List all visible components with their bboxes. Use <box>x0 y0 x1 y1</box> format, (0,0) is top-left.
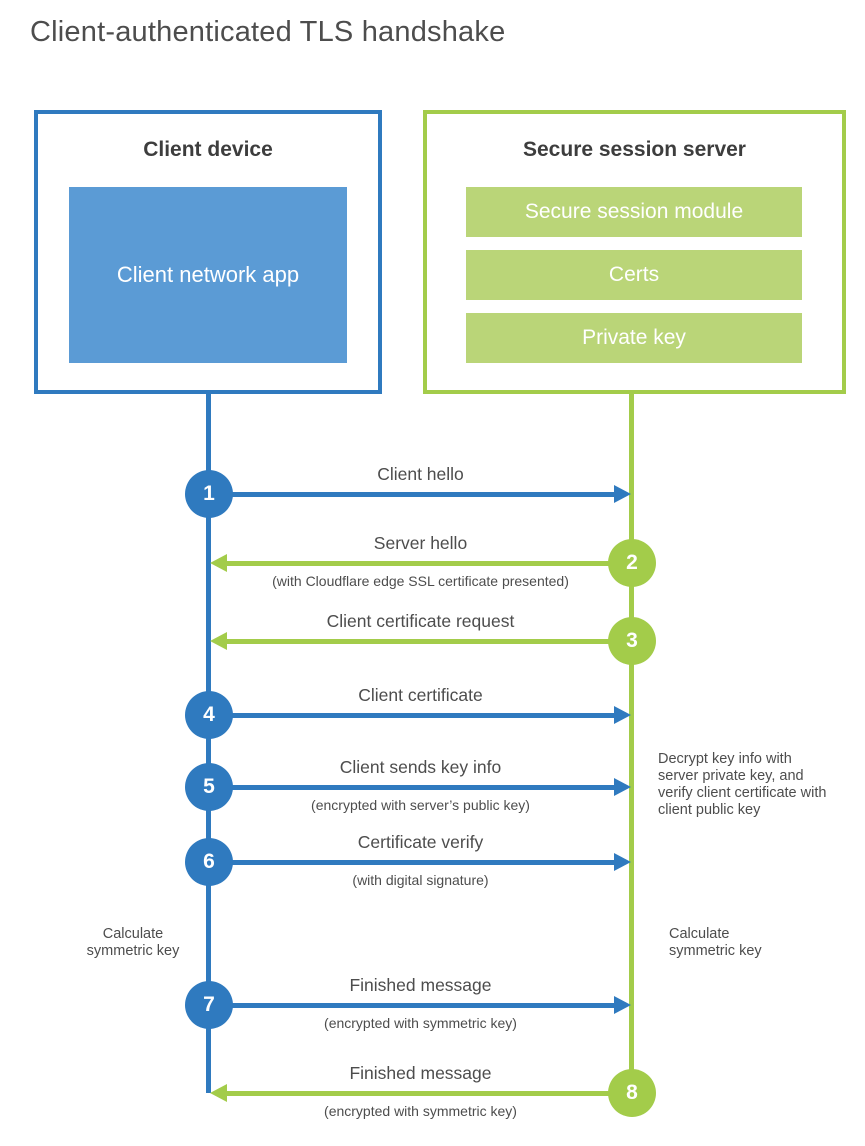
step-label: Client sends key info <box>339 757 502 777</box>
client-lifeline <box>206 392 211 1093</box>
secure-session-server-box: Secure session server Secure session mod… <box>423 110 846 394</box>
arrow-line <box>227 560 632 566</box>
step-number-badge: 8 <box>608 1069 656 1117</box>
step-label: Certificate verify <box>357 832 484 852</box>
step-number-badge: 5 <box>185 763 233 811</box>
arrow-head-left-icon <box>210 632 227 650</box>
client-device-box: Client device Client network app <box>34 110 382 394</box>
server-lifeline <box>629 392 634 1093</box>
arrow-line <box>227 1090 632 1096</box>
step-number-badge: 1 <box>185 470 233 518</box>
arrow-line <box>209 491 614 497</box>
arrow-line <box>209 859 614 865</box>
arrow-head-right-icon <box>614 706 631 724</box>
step-label: Client hello <box>377 464 464 484</box>
step-sublabel: (encrypted with symmetric key) <box>324 1015 517 1031</box>
page-title: Client-authenticated TLS handshake <box>30 16 506 48</box>
note-decrypt-key-info: Decrypt key info with server private key… <box>658 751 827 818</box>
step-sublabel: (encrypted with symmetric key) <box>324 1103 517 1119</box>
arrow-head-right-icon <box>614 485 631 503</box>
step-number-badge: 6 <box>185 838 233 886</box>
step-label: Finished message <box>349 975 492 995</box>
arrow-head-left-icon <box>210 554 227 572</box>
client-network-app-box: Client network app <box>69 187 347 363</box>
secure-session-server-title: Secure session server <box>523 138 746 161</box>
step-label: Client certificate request <box>326 611 515 631</box>
arrow-head-right-icon <box>614 853 631 871</box>
arrow-line <box>209 1002 614 1008</box>
step-number-badge: 7 <box>185 981 233 1029</box>
step-number-badge: 4 <box>185 691 233 739</box>
arrow-line <box>209 784 614 790</box>
server-module-certs: Certs <box>466 250 802 300</box>
step-number-badge: 2 <box>608 539 656 587</box>
server-module-private-key: Private key <box>466 313 802 363</box>
step-sublabel: (encrypted with server’s public key) <box>311 797 530 813</box>
step-label: Server hello <box>373 533 468 553</box>
arrow-head-right-icon <box>614 996 631 1014</box>
server-module-secure-session-module: Secure session module <box>466 187 802 237</box>
arrow-line <box>209 712 614 718</box>
step-sublabel: (with digital signature) <box>352 872 489 888</box>
arrow-head-left-icon <box>210 1084 227 1102</box>
arrow-line <box>227 638 632 644</box>
client-device-title: Client device <box>143 138 273 161</box>
arrow-head-right-icon <box>614 778 631 796</box>
note-calculate-symmetric-key-client: Calculate symmetric key <box>86 926 180 959</box>
note-calculate-symmetric-key-server: Calculate symmetric key <box>669 926 762 959</box>
step-number-badge: 3 <box>608 617 656 665</box>
step-label: Client certificate <box>358 685 483 705</box>
step-label: Finished message <box>349 1063 492 1083</box>
step-sublabel: (with Cloudflare edge SSL certificate pr… <box>272 573 569 589</box>
